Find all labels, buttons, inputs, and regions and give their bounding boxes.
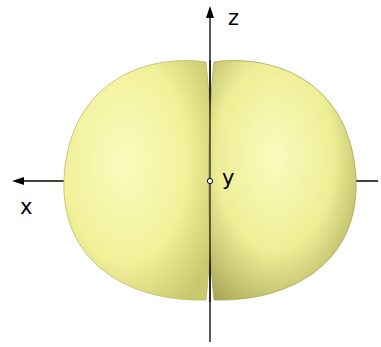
axis-label: x: [20, 197, 32, 218]
orbital-lobe: [209, 61, 356, 300]
origin-dot: [207, 178, 212, 183]
z-arrowhead: [206, 6, 214, 18]
axis-label: z: [228, 8, 239, 29]
x-arrowhead: [12, 177, 24, 185]
orbital-lobe: [64, 61, 211, 300]
axis-label: y: [222, 168, 234, 189]
